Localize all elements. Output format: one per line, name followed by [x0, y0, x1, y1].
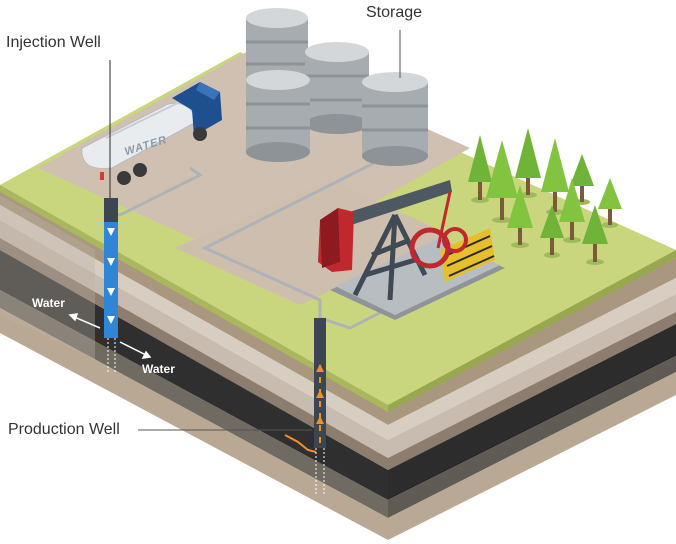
- water-outflow-left-label: Water: [32, 296, 65, 310]
- front-cut-face: [0, 195, 95, 360]
- injection-well: [68, 60, 152, 372]
- tree: [598, 178, 622, 228]
- tree: [559, 178, 585, 243]
- tree: [515, 128, 541, 198]
- forest: [468, 128, 622, 265]
- storage-tank: [246, 70, 310, 162]
- left-face-strata: [0, 185, 388, 540]
- injection-well-label: Injection Well: [6, 34, 101, 51]
- production-well: [284, 318, 326, 495]
- tree: [468, 135, 492, 203]
- tree: [507, 185, 533, 248]
- grass-edge-right: [388, 250, 676, 412]
- storage-label: Storage: [366, 4, 423, 21]
- storage-tanks: [246, 8, 428, 166]
- storage-tank: [362, 72, 428, 166]
- grass-edge-left: [0, 185, 388, 412]
- water-outflow-right-label: Water: [142, 362, 175, 376]
- right-face-strata: [388, 258, 676, 540]
- production-well-label: Production Well: [8, 421, 120, 438]
- tree: [540, 205, 564, 258]
- tree: [486, 140, 518, 223]
- tree: [582, 205, 608, 265]
- pumpjack: [318, 180, 505, 320]
- storage-tank: [305, 42, 369, 134]
